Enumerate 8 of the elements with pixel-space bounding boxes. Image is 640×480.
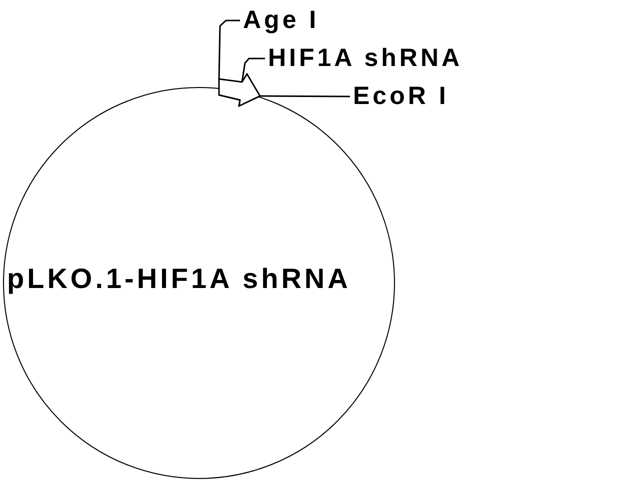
insert-arrow [218, 73, 261, 107]
site-label: EcoR I [350, 84, 449, 109]
feature-label: HIF1A shRNA [265, 46, 463, 71]
leader-line [260, 95, 350, 98]
leader-line [241, 58, 265, 82]
plasmid-name: pLKO.1-HIF1A shRNA [7, 265, 351, 293]
site-label: Age I [240, 8, 320, 33]
leader-line [218, 20, 240, 80]
